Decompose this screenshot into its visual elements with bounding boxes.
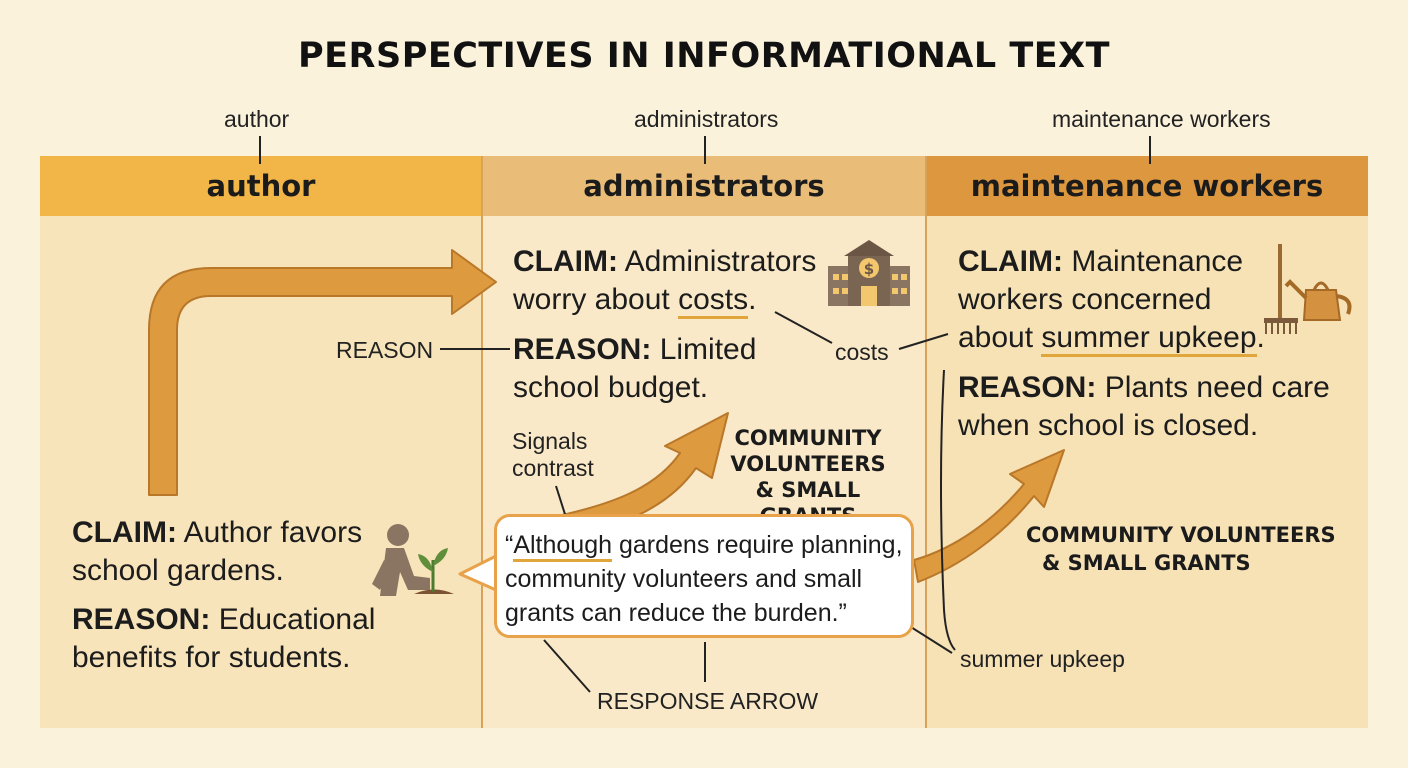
author-reason-text: Educational benefits for students. <box>72 603 376 674</box>
response-label-right-line1: COMMUNITY VOLUNTEERS <box>1026 523 1336 547</box>
maint-reason: REASON: Plants need care when school is … <box>958 369 1358 445</box>
response-label-right: COMMUNITY VOLUNTEERS & SMALL GRANTS <box>1026 521 1336 577</box>
reason-label: REASON: <box>513 333 652 366</box>
admin-reason: REASON: Limited school budget. <box>513 331 823 407</box>
rake-and-watering-can-icon <box>1264 244 1352 334</box>
claim-label: CLAIM: <box>958 245 1063 278</box>
annotation-summer-upkeep: summer upkeep <box>960 646 1125 672</box>
response-label-middle-line1: COMMUNITY <box>734 426 882 450</box>
author-reason: REASON: Educational benefits for student… <box>72 601 392 677</box>
quote-signal-word: Although <box>513 531 613 562</box>
annotation-reason: REASON <box>336 337 434 363</box>
svg-text:$: $ <box>864 260 874 278</box>
response-label-middle-line2: VOLUNTEERS <box>730 452 886 476</box>
bubble-tail <box>458 554 497 592</box>
gardener-planting-icon <box>372 524 454 596</box>
costs-leader-line-left <box>774 311 833 344</box>
maint-claim-text: Maintenance workers concerned about <box>958 245 1244 354</box>
annotation-signals: Signals contrast <box>512 428 594 482</box>
annotation-signals-line2: contrast <box>512 455 594 481</box>
annotation-response-arrow: RESPONSE ARROW <box>597 688 819 714</box>
claim-label: CLAIM: <box>513 245 618 278</box>
admin-claim-highlight: costs <box>678 283 749 319</box>
admin-reason-text: Limited school budget. <box>513 333 757 404</box>
column-divider <box>925 156 927 728</box>
maint-claim: CLAIM: Maintenance workers concerned abo… <box>958 243 1288 357</box>
admin-claim-text: Administrators worry about <box>513 245 817 316</box>
annotation-costs: costs <box>835 339 889 365</box>
author-claim-text: Author favors school gardens. <box>72 516 363 587</box>
column-header-maintenance: maintenance workers <box>926 156 1368 216</box>
annotation-signals-line1: Signals <box>512 428 588 454</box>
response-label-right-line2: & SMALL GRANTS <box>1042 551 1251 575</box>
top-label-author: author <box>224 106 290 132</box>
reason-label: REASON: <box>958 371 1097 404</box>
quote-bubble <box>494 514 914 638</box>
response-arrow-right <box>913 449 1065 583</box>
column-maintenance: maintenance workers <box>926 156 1368 728</box>
quote-text: “Although gardens require planning, comm… <box>505 528 905 630</box>
costs-leader-line-right <box>898 333 949 350</box>
author-claim: CLAIM: Author favors school gardens. <box>72 514 372 590</box>
maint-claim-highlight: summer upkeep <box>1041 321 1257 357</box>
reason-label: REASON: <box>72 603 211 636</box>
maint-reason-text: Plants need care when school is closed. <box>958 371 1330 442</box>
maint-claim-end: . <box>1256 321 1265 354</box>
quote-rest: gardens require planning, community volu… <box>505 531 903 627</box>
claim-label: CLAIM: <box>72 516 177 549</box>
author-to-admin-arrow <box>148 249 497 496</box>
admin-claim-end: . <box>748 283 757 316</box>
column-header-administrators: administrators <box>482 156 926 216</box>
column-author: author <box>40 156 482 728</box>
page-title: PERSPECTIVES IN INFORMATIONAL TEXT <box>297 36 1111 76</box>
top-label-maintenance: maintenance workers <box>1052 106 1271 132</box>
admin-claim: CLAIM: Administrators worry about costs. <box>513 243 823 319</box>
school-budget-building-icon: $ <box>828 240 910 306</box>
response-arrow-leader-line <box>543 639 591 693</box>
summer-upkeep-bracket-line <box>940 369 956 651</box>
quote-open-mark: “ <box>505 531 514 559</box>
top-label-administrators: administrators <box>634 106 779 132</box>
column-header-author: author <box>40 156 482 216</box>
column-divider <box>481 156 483 728</box>
